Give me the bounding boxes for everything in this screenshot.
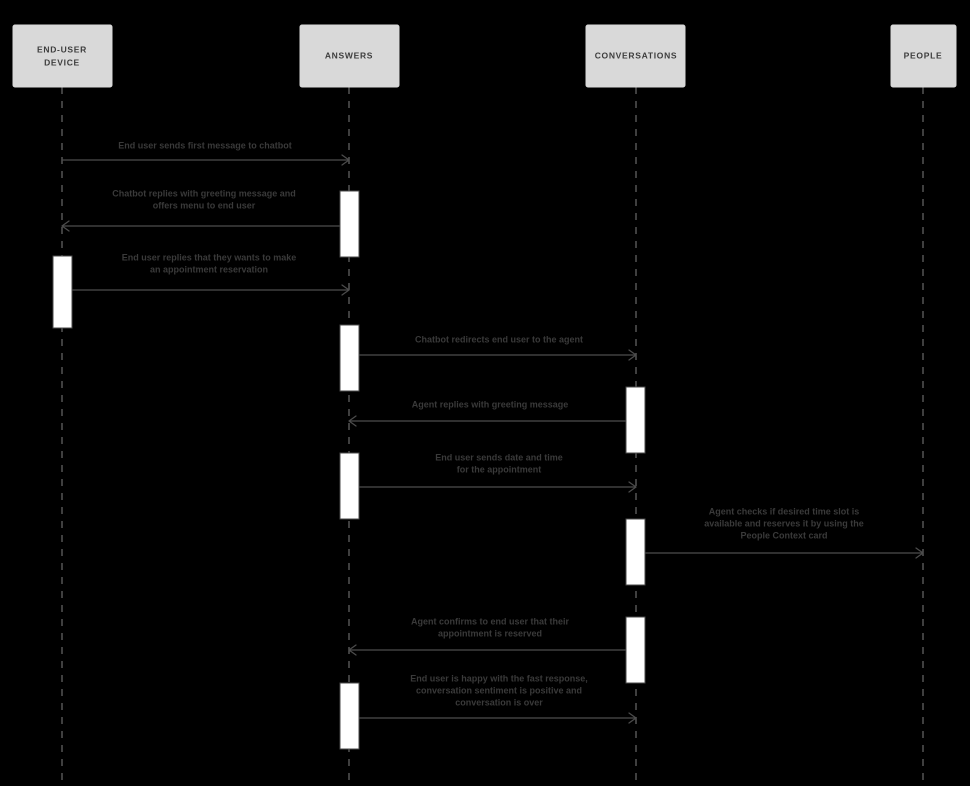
message-label-msg-6: End user sends date and time for the appo… — [435, 452, 563, 474]
message-label-line-msg-9-1: conversation sentiment is positive and — [416, 685, 582, 695]
message-msg-6[interactable] — [359, 481, 637, 493]
arrow-head-msg-7 — [915, 547, 924, 559]
message-msg-7[interactable] — [645, 547, 924, 559]
arrow-head-msg-2 — [61, 220, 70, 232]
message-label-line-msg-6-0: End user sends date and time — [435, 452, 563, 462]
message-label-line-msg-6-1: for the appointment — [457, 464, 542, 474]
message-label-line-msg-3-0: End user replies that they wants to make — [122, 252, 297, 262]
message-label-msg-4: Chatbot redirects end user to the agent — [415, 334, 583, 344]
activation-bar-act-answers-1[interactable] — [339, 190, 360, 258]
message-label-line-msg-1-0: End user sends first message to chatbot — [118, 140, 292, 150]
activation-bar-act-enduser-1[interactable] — [52, 255, 73, 329]
activation-bar-act-answers-2[interactable] — [339, 324, 360, 392]
arrow-head-msg-9 — [628, 712, 637, 724]
activation-bar-act-answers-3[interactable] — [339, 452, 360, 520]
participant-label-conversations: CONVERSATIONS — [595, 50, 678, 60]
message-label-line-msg-7-0: Agent checks if desired time slot is — [709, 506, 860, 516]
message-msg-8[interactable] — [348, 644, 626, 656]
participant-people[interactable]: PEOPLE — [890, 24, 957, 88]
participant-box-end-user-device[interactable] — [12, 24, 113, 88]
message-label-line-msg-2-0: Chatbot replies with greeting message an… — [112, 188, 296, 198]
participant-boxes-layer: END-USER DEVICE ANSWERS CONVERSATIONS PEOPLE — [12, 24, 957, 88]
activations-layer — [52, 190, 646, 750]
message-label-line-msg-7-1: available and reserves it by using the — [704, 518, 864, 528]
message-label-msg-1: End user sends first message to chatbot — [118, 140, 292, 150]
participant-label-end-user-device: END-USER — [37, 44, 87, 54]
participant-box-people[interactable] — [890, 24, 957, 88]
participant-label-answers: ANSWERS — [325, 50, 373, 60]
message-msg-2[interactable] — [61, 220, 340, 232]
message-label-line-msg-9-2: conversation is over — [455, 697, 543, 707]
participant-label-end-user-device-line2: DEVICE — [44, 57, 80, 67]
participant-end-user-device[interactable]: END-USER DEVICE — [12, 24, 113, 88]
message-msg-1[interactable] — [62, 154, 350, 166]
message-label-line-msg-4-0: Chatbot redirects end user to the agent — [415, 334, 583, 344]
message-label-msg-5: Agent replies with greeting message — [412, 399, 569, 409]
message-label-line-msg-9-0: End user is happy with the fast response… — [410, 673, 588, 683]
message-label-msg-2: Chatbot replies with greeting message an… — [112, 188, 296, 210]
message-label-line-msg-8-1: appointment is reserved — [438, 628, 542, 638]
arrow-head-msg-1 — [341, 154, 350, 166]
arrow-head-msg-8 — [348, 644, 357, 656]
message-label-line-msg-5-0: Agent replies with greeting message — [412, 399, 569, 409]
messages-layer — [61, 154, 924, 724]
message-labels-layer: End user sends first message to chatbotC… — [112, 140, 864, 707]
participant-answers[interactable]: ANSWERS — [299, 24, 400, 88]
message-msg-4[interactable] — [359, 349, 637, 361]
arrow-head-msg-4 — [628, 349, 637, 361]
message-label-line-msg-7-2: People Context card — [740, 530, 827, 540]
participant-conversations[interactable]: CONVERSATIONS — [585, 24, 686, 88]
activation-bar-act-conversations-2[interactable] — [625, 518, 646, 586]
message-label-msg-9: End user is happy with the fast response… — [410, 673, 588, 707]
message-msg-3[interactable] — [72, 284, 350, 296]
message-label-line-msg-3-1: an appointment reservation — [150, 264, 268, 274]
arrow-head-msg-3 — [341, 284, 350, 296]
arrow-head-msg-5 — [348, 415, 357, 427]
message-label-msg-7: Agent checks if desired time slot is avai… — [704, 506, 864, 540]
participant-box-answers[interactable] — [299, 24, 400, 88]
participant-box-conversations[interactable] — [585, 24, 686, 88]
activation-bar-act-answers-4[interactable] — [339, 682, 360, 750]
activation-bar-act-conversations-3[interactable] — [625, 616, 646, 684]
participant-label-people: PEOPLE — [904, 50, 943, 60]
message-label-line-msg-8-0: Agent confirms to end user that their — [411, 616, 570, 626]
message-msg-5[interactable] — [348, 415, 626, 427]
arrow-head-msg-6 — [628, 481, 637, 493]
activation-bar-act-conversations-1[interactable] — [625, 386, 646, 454]
message-label-line-msg-2-1: offers menu to end user — [153, 200, 256, 210]
message-label-msg-8: Agent confirms to end user that their app… — [411, 616, 570, 638]
message-label-msg-3: End user replies that they wants to make… — [122, 252, 297, 274]
message-msg-9[interactable] — [359, 712, 637, 724]
